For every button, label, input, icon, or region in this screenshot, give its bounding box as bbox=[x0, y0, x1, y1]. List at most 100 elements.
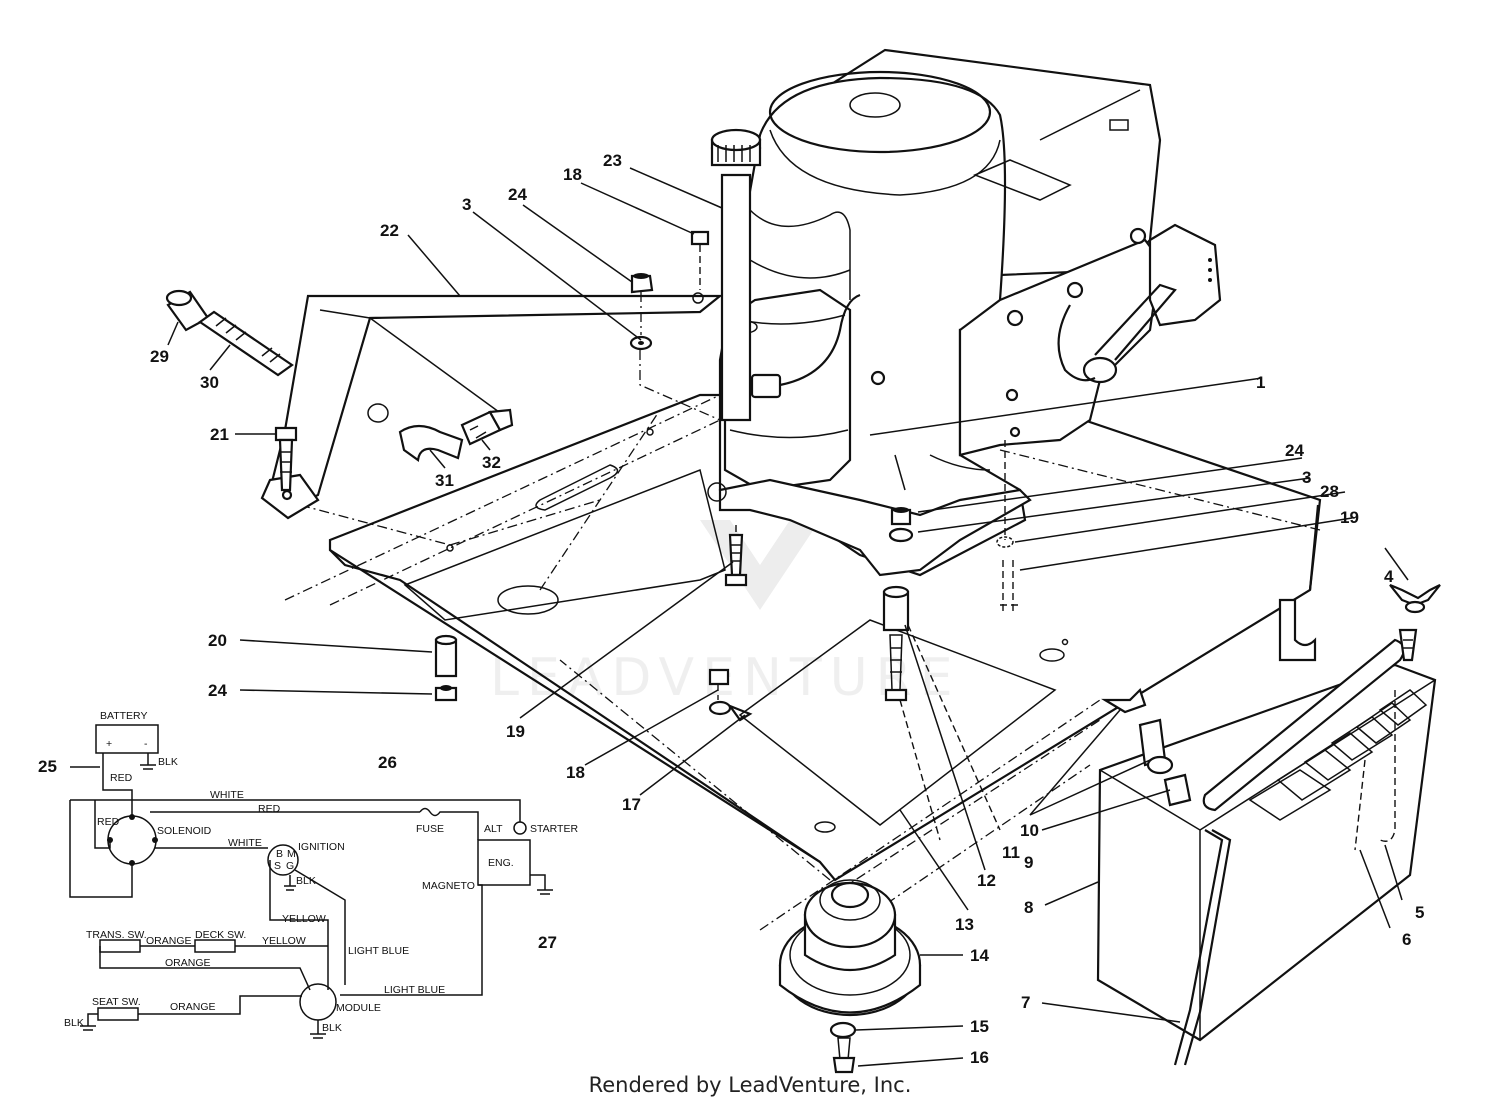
part-24-nut-right bbox=[890, 507, 912, 526]
battery-blk: BLK bbox=[158, 756, 178, 768]
callout-18-top: 18 bbox=[563, 165, 582, 184]
part-6-j-bolt bbox=[1354, 690, 1396, 851]
callout-3-top: 3 bbox=[462, 195, 471, 214]
part-32-fitting bbox=[460, 408, 514, 446]
callout-31: 31 bbox=[435, 471, 454, 490]
ignition-b: B bbox=[276, 848, 283, 860]
callout-14: 14 bbox=[970, 946, 989, 965]
callout-21: 21 bbox=[210, 425, 229, 444]
deck-switch-symbol bbox=[194, 939, 236, 953]
part-15-washer bbox=[829, 1021, 857, 1039]
callout-11: 11 bbox=[1002, 843, 1020, 862]
engine-bracket bbox=[260, 292, 724, 520]
yellow-wire-a: YELLOW bbox=[282, 913, 326, 925]
orange-wire-c: ORANGE bbox=[170, 1001, 216, 1013]
white-wire-top: WHITE bbox=[210, 789, 244, 801]
part-5-clamp-bolt bbox=[1398, 628, 1418, 662]
leader-lines bbox=[167, 167, 1409, 1067]
part-8-battery bbox=[1096, 638, 1437, 1042]
red-wire-mid: RED bbox=[258, 803, 281, 815]
callout-15: 15 bbox=[970, 1017, 989, 1036]
callout-29: 29 bbox=[150, 347, 169, 366]
part-10-wing-nut bbox=[1101, 687, 1147, 714]
part-28-lockwasher bbox=[996, 536, 1014, 548]
solenoid-label: SOLENOID bbox=[157, 825, 212, 837]
center-spacer-bolt bbox=[882, 585, 1001, 841]
ignition-label: IGNITION bbox=[298, 841, 345, 853]
dipstick-tube bbox=[710, 128, 762, 422]
callout-7: 7 bbox=[1021, 993, 1030, 1012]
callout-30: 30 bbox=[200, 373, 219, 392]
trans-sw-label: TRANS. SW. bbox=[86, 929, 147, 941]
battery-symbol bbox=[95, 724, 159, 754]
callout-13: 13 bbox=[955, 915, 974, 934]
part-18-bolt-top bbox=[690, 230, 710, 290]
part-3-washer-right bbox=[888, 527, 914, 543]
callout-10: 10 bbox=[1020, 821, 1039, 840]
callout-20: 20 bbox=[208, 631, 227, 650]
eng-label: ENG. bbox=[488, 857, 514, 869]
battery-plus: + bbox=[106, 738, 112, 750]
callout-28: 28 bbox=[1320, 482, 1339, 501]
battery-label: BATTERY bbox=[100, 710, 147, 722]
callout-18-lower: 18 bbox=[566, 763, 585, 782]
seat-switch-symbol bbox=[97, 1007, 139, 1021]
ignition-blk: BLK bbox=[296, 875, 316, 887]
red-wire-left: RED bbox=[97, 816, 120, 828]
callout-26: 26 bbox=[378, 753, 397, 772]
callout-24-right: 24 bbox=[1285, 441, 1304, 460]
callout-6: 6 bbox=[1402, 930, 1411, 949]
callout-19-lower: 19 bbox=[506, 722, 525, 741]
construction-lines bbox=[284, 350, 1321, 931]
part-20-spacer bbox=[434, 634, 458, 678]
engine bbox=[707, 48, 1222, 577]
callout-3-right: 3 bbox=[1302, 468, 1311, 487]
callout-27: 27 bbox=[538, 933, 557, 952]
part-4-wing-nut bbox=[1389, 583, 1441, 614]
battery-minus: - bbox=[144, 738, 148, 750]
watermark-logo bbox=[700, 520, 820, 610]
callout-16: 16 bbox=[970, 1048, 989, 1067]
callout-8: 8 bbox=[1024, 898, 1033, 917]
ignition-switch-symbol bbox=[267, 844, 299, 876]
module-label: MODULE bbox=[336, 1002, 381, 1014]
light-blue-wire-b: LIGHT BLUE bbox=[384, 984, 445, 996]
starter-label: STARTER bbox=[530, 823, 578, 835]
engine-block-symbol bbox=[477, 839, 531, 886]
white-wire-mid: WHITE bbox=[228, 837, 262, 849]
part-17-clip bbox=[708, 700, 753, 722]
part-9-terminal-bolt bbox=[1138, 718, 1192, 807]
callout-17: 17 bbox=[622, 795, 641, 814]
footer-credit: Rendered by LeadVenture, Inc. bbox=[588, 1073, 912, 1097]
part-3-washer-top bbox=[629, 335, 653, 351]
part-18-bolt-lower bbox=[708, 668, 730, 700]
part-19-bolt-right bbox=[1000, 440, 1018, 615]
ignition-g: G bbox=[286, 860, 294, 872]
yellow-wire-b: YELLOW bbox=[262, 935, 306, 947]
part-14-pulley bbox=[778, 879, 922, 1017]
battery-bracket bbox=[1278, 598, 1317, 662]
trans-switch-symbol bbox=[99, 939, 141, 953]
module-blk: BLK bbox=[322, 1022, 342, 1034]
ignition-m: M bbox=[287, 848, 296, 860]
wiring-schematic: BATTERY + - BLK RED SOLENOID RED WHITE R… bbox=[64, 710, 578, 1039]
part-31-elbow bbox=[367, 403, 464, 462]
callout-24-top: 24 bbox=[508, 185, 527, 204]
orange-wire-a: ORANGE bbox=[146, 935, 192, 947]
callout-5: 5 bbox=[1415, 903, 1424, 922]
light-blue-wire-a: LIGHT BLUE bbox=[348, 945, 409, 957]
ignition-s: S bbox=[274, 860, 281, 872]
fuse-label: FUSE bbox=[416, 823, 444, 835]
part-21-bolt bbox=[274, 426, 298, 492]
part-30-threaded-rod bbox=[198, 310, 294, 377]
callout-12: 12 bbox=[977, 871, 996, 890]
callout-25: 25 bbox=[38, 757, 57, 776]
part-16-bolt bbox=[832, 1037, 856, 1074]
part-24-nut-top bbox=[630, 273, 654, 335]
red-wire-top: RED bbox=[110, 772, 133, 784]
deck-sw-label: DECK SW. bbox=[195, 929, 246, 941]
seat-blk: BLK bbox=[64, 1017, 84, 1029]
magneto-label: MAGNETO bbox=[422, 880, 475, 892]
